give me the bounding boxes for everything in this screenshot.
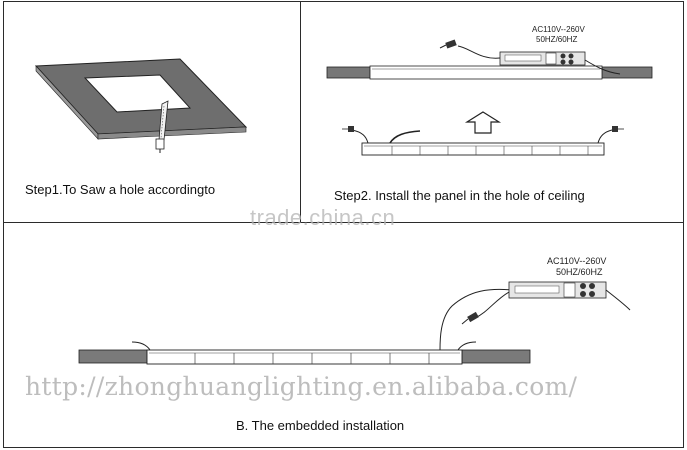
ceiling-right-b xyxy=(461,349,531,364)
driver-box-top xyxy=(439,39,621,75)
ceiling-right xyxy=(601,66,653,79)
panel-body xyxy=(369,65,603,80)
embedded-installation: AC110V--260V 50HZ/60HZ xyxy=(78,256,631,365)
vertical-divider xyxy=(300,1,301,223)
spring-clip-right xyxy=(597,126,624,144)
step2-caption: Step2. Install the panel in the hole of … xyxy=(334,188,585,203)
ceiling-left xyxy=(326,66,371,79)
driver-frequency-bottom: 50HZ/60HZ xyxy=(556,267,603,277)
spring-clip-left xyxy=(342,126,369,144)
url-watermark: http://zhonghuanglighting.en.alibaba.com… xyxy=(25,372,578,401)
panel-frame xyxy=(361,142,605,156)
saw-blade xyxy=(155,100,169,153)
ceiling-board-edge-front xyxy=(97,126,247,140)
ceiling-left-b xyxy=(78,349,148,364)
step1-caption: Step1.To Saw a hole accordingto xyxy=(25,182,216,197)
step2-panel-with-clips xyxy=(342,126,624,156)
driver-voltage-bottom: AC110V--260V xyxy=(547,256,606,266)
up-arrow-icon xyxy=(464,111,502,134)
diagram-frame xyxy=(3,1,684,448)
driver-box-bottom xyxy=(461,281,631,325)
trade-watermark: trade.china.cn xyxy=(250,205,396,230)
step2-installed-panel: AC110V--260V 50HZ/60HZ xyxy=(326,25,653,80)
step1-illustration xyxy=(34,58,248,153)
driver-frequency-top: 50HZ/60HZ xyxy=(536,35,577,44)
panel-body-b xyxy=(146,349,463,365)
section-b-caption: B. The embedded installation xyxy=(236,418,405,433)
panel-cable xyxy=(389,130,421,144)
horizontal-divider xyxy=(3,222,684,223)
driver-voltage-top: AC110V--260V xyxy=(532,25,585,34)
